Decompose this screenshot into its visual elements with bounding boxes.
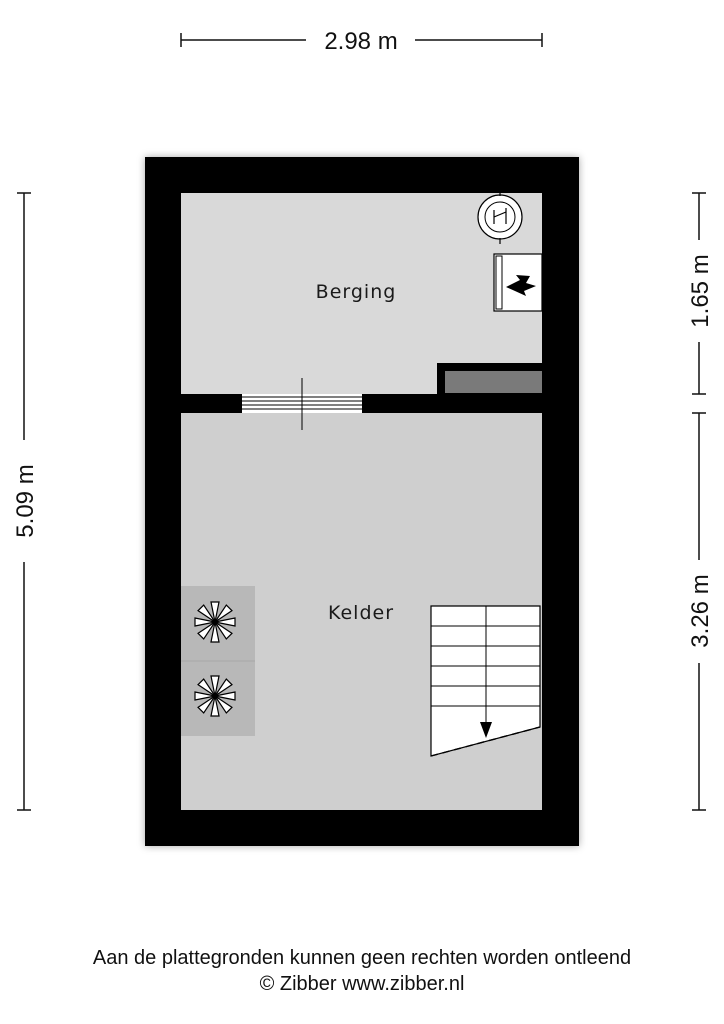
berging-height-dimension: 1.65 m xyxy=(687,192,714,395)
heater-icon xyxy=(493,253,543,312)
copyright-text: © Zibber www.zibber.nl xyxy=(259,973,465,995)
berging-height-label: 1.65 m xyxy=(687,254,714,327)
fan-icon xyxy=(194,601,236,643)
kelder-height-label: 3.26 m xyxy=(687,574,714,647)
ventilation-unit xyxy=(181,586,255,736)
boiler-icon xyxy=(477,190,523,244)
width-dimension: 2.98 m xyxy=(180,28,543,55)
stairs xyxy=(430,605,541,757)
doorway xyxy=(242,378,362,430)
height-label: 5.09 m xyxy=(12,464,39,537)
height-dimension: 5.09 m xyxy=(12,192,39,811)
room-label-berging: Berging xyxy=(316,281,397,303)
stairs-arrow-icon xyxy=(480,722,492,738)
bench xyxy=(445,371,542,393)
width-label: 2.98 m xyxy=(324,28,397,55)
fan-icon xyxy=(194,675,236,717)
floor-plan: 2.98 m 5.09 m 1.65 m 3.26 m xyxy=(12,28,714,846)
kelder-height-dimension: 3.26 m xyxy=(687,412,714,811)
room-label-kelder: Kelder xyxy=(328,602,394,624)
disclaimer-text: Aan de plattegronden kunnen geen rechten… xyxy=(92,947,632,969)
